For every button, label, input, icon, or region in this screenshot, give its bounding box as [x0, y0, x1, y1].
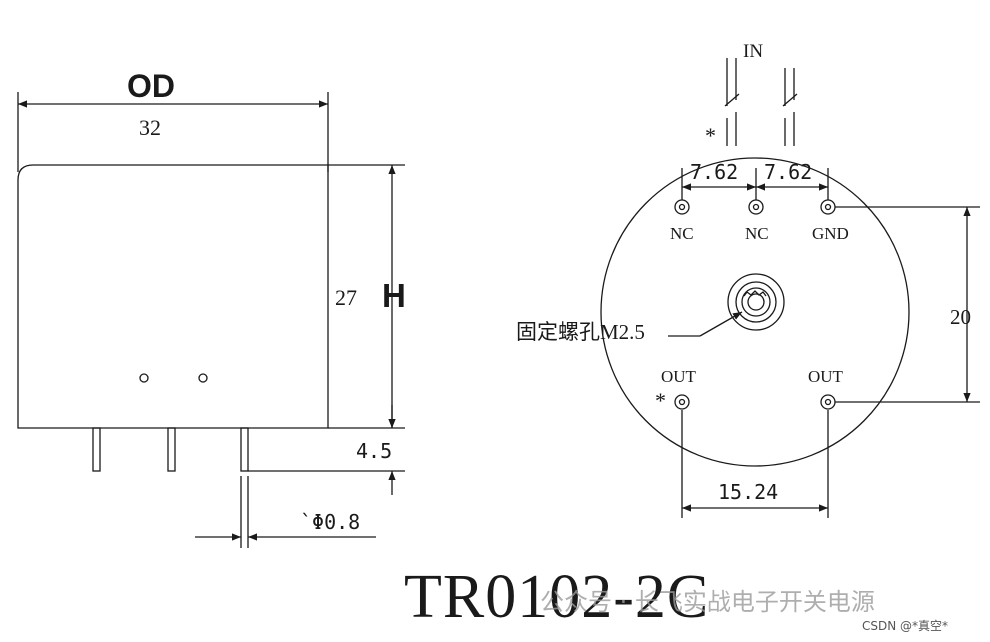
pitch-right: 7.62: [764, 160, 813, 184]
in-label: IN: [743, 41, 764, 62]
horizontal-spacing: 15.24: [718, 480, 779, 504]
vertical-spacing: 20: [950, 305, 971, 329]
pin-hole: [748, 199, 764, 215]
pin-label-out: OUT: [661, 367, 696, 386]
pin-label-gnd: GND: [812, 224, 849, 243]
h-value: 27: [335, 285, 357, 310]
marker-asterisk: *: [655, 388, 666, 413]
watermark-account: 公众号 · 长飞实战电子开关电源: [540, 588, 875, 616]
pin: [92, 427, 101, 472]
pin-hole: [820, 394, 836, 410]
pitch-left: 7.62: [690, 160, 739, 184]
pin-label-out: OUT: [808, 367, 843, 386]
pin-hole: [820, 199, 836, 215]
top-body-outline: [600, 157, 910, 467]
body-hole: [139, 373, 149, 383]
body-hole: [198, 373, 208, 383]
pin: [240, 427, 249, 472]
pin-label-nc: NC: [670, 224, 694, 243]
pin-length: 4.5: [356, 439, 393, 463]
mount-hole-label: 固定螺孔M2.5: [516, 320, 645, 344]
side-body-outline: [17, 164, 329, 429]
od-label: OD: [127, 68, 175, 104]
pin: [167, 427, 176, 472]
od-value: 32: [139, 115, 161, 140]
model-name: TR0102-2C: [404, 563, 710, 631]
pin-hole: [674, 394, 690, 410]
pin-diameter: `Φ0.8: [300, 510, 361, 534]
h-label: H: [382, 277, 406, 314]
pin-label-nc: NC: [745, 224, 769, 243]
watermark-csdn: CSDN @*真空*: [862, 619, 949, 633]
mount-hole: [727, 273, 785, 331]
pin-hole: [674, 199, 690, 215]
marker-asterisk: *: [705, 123, 716, 148]
